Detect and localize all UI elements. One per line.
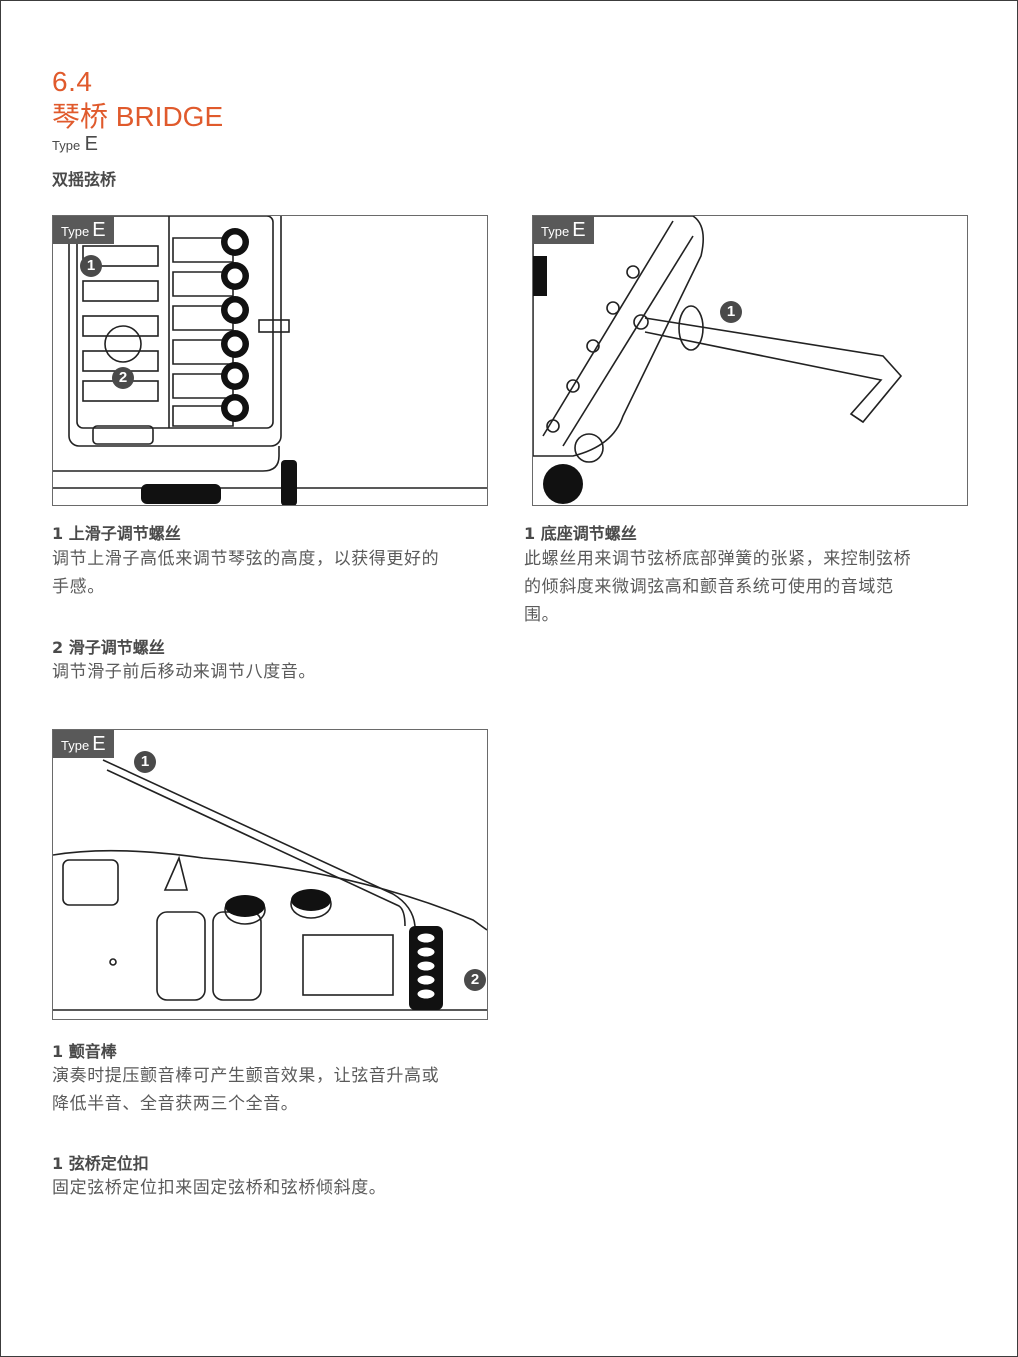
badge-prefix: Type <box>541 224 570 239</box>
callout-label-2: 2 <box>118 369 128 386</box>
badge-letter: E <box>92 733 106 755</box>
item-body: 此螺丝用来调节弦桥底部弹簧的张紧，来控制弦桥 的倾斜度来微调弦高和颤音系统可使用… <box>524 545 911 629</box>
badge-letter: E <box>572 219 586 241</box>
tremolo-arm-illustration <box>53 759 487 1011</box>
type-badge: Type E <box>533 216 594 244</box>
callout-layer <box>134 751 486 991</box>
callout-layer <box>80 255 134 389</box>
item-heading: 2 滑子调节螺丝 <box>52 638 165 657</box>
item-heading: 1 上滑子调节螺丝 <box>52 524 181 543</box>
item-line: 固定弦桥定位扣来固定弦桥和弦桥倾斜度。 <box>52 1178 387 1198</box>
item-line: 手感。 <box>52 577 105 597</box>
type-badge: Type E <box>53 730 114 758</box>
type-badge: Type E <box>53 216 114 244</box>
item-line: 此螺丝用来调节弦桥底部弹簧的张紧，来控制弦桥 <box>524 549 912 569</box>
item-heading: 1 颤音棒 <box>52 1042 117 1061</box>
item-body: 调节上滑子高低来调节琴弦的高度，以获得更好的 手感。 <box>52 545 439 601</box>
callout-marker-1 <box>80 255 102 277</box>
badge-letter: E <box>92 219 106 241</box>
badge-prefix: Type <box>61 224 90 239</box>
callout-marker-2 <box>112 367 134 389</box>
callout-layer <box>720 301 742 323</box>
item-line: 演奏时提压颤音棒可产生颤音效果，让弦音升高或 <box>52 1066 440 1086</box>
type-prefix: Type <box>52 138 81 153</box>
callout-label-1: 1 <box>86 257 96 274</box>
item-body: 演奏时提压颤音棒可产生颤音效果，让弦音升高或 降低半音、全音获两三个全音。 <box>52 1062 439 1118</box>
badge-prefix: Type <box>61 738 90 753</box>
base-screw-illustration <box>533 216 903 504</box>
figure-base-screw: Type E 1 <box>532 215 968 506</box>
item-line: 降低半音、全音获两三个全音。 <box>52 1094 299 1114</box>
type-letter: E <box>84 133 98 155</box>
item-line: 调节上滑子高低来调节琴弦的高度，以获得更好的 <box>52 549 440 569</box>
callout-label-1: 1 <box>140 753 150 770</box>
callout-marker-1 <box>720 301 742 323</box>
figure-tremolo-arm: Type E 1 2 <box>52 729 488 1020</box>
item-body: 调节滑子前后移动来调节八度音。 <box>52 658 316 686</box>
item-line: 围。 <box>524 605 560 625</box>
item-line: 的倾斜度来微调弦高和颤音系统可使用的音域范 <box>524 577 894 597</box>
callout-label-1: 1 <box>726 303 736 320</box>
item-heading: 1 底座调节螺丝 <box>524 524 637 543</box>
section-title: 琴桥 BRIDGE <box>52 101 224 132</box>
item-body: 固定弦桥定位扣来固定弦桥和弦桥倾斜度。 <box>52 1174 386 1202</box>
section-number: 6.4 <box>52 66 93 97</box>
item-heading: 1 弦桥定位扣 <box>52 1154 149 1173</box>
callout-marker-1 <box>134 751 156 773</box>
callout-label-2: 2 <box>470 971 480 988</box>
section-subtitle: 双摇弦桥 <box>52 170 117 189</box>
callout-marker-2 <box>464 969 486 991</box>
item-line: 调节滑子前后移动来调节八度音。 <box>52 662 316 682</box>
bridge-top-illustration <box>53 216 487 505</box>
figure-bridge-top: Type E 1 2 <box>52 215 488 506</box>
type-label: Type E <box>52 133 98 156</box>
